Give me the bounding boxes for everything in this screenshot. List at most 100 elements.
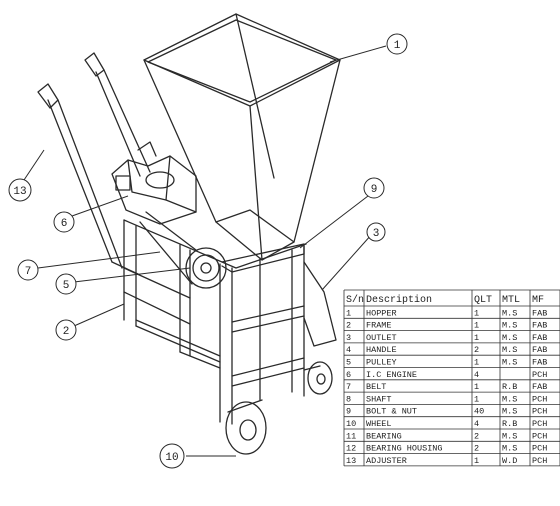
table-cell: FAB (532, 333, 547, 343)
ic-engine (111, 141, 197, 225)
table-cell: BELT (366, 382, 386, 392)
table-cell: M.S (502, 321, 517, 331)
table-cell: HOPPER (366, 308, 397, 318)
table-cell: WHEEL (366, 419, 392, 429)
table-header-cell: Description (366, 294, 432, 306)
callout-13-label: 13 (13, 186, 26, 198)
table-cell: M.S (502, 407, 517, 417)
table-cell: 2 (474, 444, 479, 454)
callout-3-label: 3 (373, 228, 380, 240)
table-cell: PCH (532, 456, 547, 466)
table-cell: 4 (474, 370, 479, 380)
table-cell: PCH (532, 394, 547, 404)
table-cell: 4 (474, 419, 479, 429)
table-cell: OUTLET (366, 333, 397, 343)
table-cell: 5 (346, 358, 351, 368)
table-cell: 3 (346, 333, 351, 343)
table-cell: ADJUSTER (366, 456, 407, 466)
table-cell: PULLEY (366, 358, 397, 368)
table-cell: FAB (532, 358, 547, 368)
table-cell: PCH (532, 431, 547, 441)
table-cell: FRAME (366, 321, 392, 331)
table-cell: R.B (502, 382, 517, 392)
table-cell: 1 (474, 308, 479, 318)
table-cell: PCH (532, 407, 547, 417)
callout-2-label: 2 (63, 326, 70, 338)
handle-right (84, 52, 151, 177)
callouts: 1 13 6 9 3 7 5 2 (8, 33, 408, 469)
callout-10: 10 (159, 443, 185, 469)
callout-6: 6 (53, 211, 75, 233)
wheel-front (225, 399, 267, 455)
table-cell: 1 (474, 382, 479, 392)
callout-9-label: 9 (371, 184, 378, 196)
table-cell: PCH (532, 419, 547, 429)
table-cell: M.S (502, 308, 517, 318)
table-header-cell: S/n (346, 294, 364, 306)
table-cell: 2 (474, 345, 479, 355)
table-cell: M.S (502, 345, 517, 355)
callout-9: 9 (363, 177, 385, 199)
table-cell: M.S (502, 444, 517, 454)
callout-6-label: 6 (61, 218, 68, 230)
table-cell: R.B (502, 419, 517, 429)
table-cell: M.S (502, 394, 517, 404)
table-cell: M.S (502, 358, 517, 368)
callout-13: 13 (8, 178, 32, 202)
callout-1: 1 (386, 33, 408, 55)
table-cell: 7 (346, 382, 351, 392)
leader-lines (23, 45, 387, 457)
table-cell: 10 (346, 419, 356, 429)
table-cell: BEARING (366, 431, 402, 441)
frame (123, 219, 307, 425)
callout-10-label: 10 (165, 452, 178, 464)
hopper (143, 13, 341, 261)
table-cell: BEARING HOUSING (366, 444, 443, 454)
wheel-rear (303, 361, 333, 395)
outlet (303, 261, 337, 347)
callout-2: 2 (55, 319, 77, 341)
table-cell: PCH (532, 444, 547, 454)
table-cell: BOLT & NUT (366, 407, 417, 417)
table-cell: SHAFT (366, 394, 392, 404)
table-header-cell: QLT (474, 295, 492, 306)
table-cell: FAB (532, 321, 547, 331)
table-cell: FAB (532, 308, 547, 318)
callout-5: 5 (55, 273, 77, 295)
table-cell: 1 (346, 308, 351, 318)
table-cell: 2 (474, 431, 479, 441)
table-grid (343, 289, 560, 467)
table-cell: 1 (474, 333, 479, 343)
table-cell: 2 (346, 321, 351, 331)
table-cell: 1 (474, 321, 479, 331)
table-cell: 40 (474, 407, 484, 417)
table-cell: 11 (346, 431, 356, 441)
callout-1-label: 1 (394, 40, 401, 52)
callout-7-label: 7 (25, 266, 32, 278)
table-cell: I.C ENGINE (366, 370, 417, 380)
callout-7: 7 (17, 259, 39, 281)
table-cell: 4 (346, 345, 351, 355)
table-cell: 1 (474, 358, 479, 368)
table-cell: W.D (502, 456, 517, 466)
table-cell: PCH (532, 370, 547, 380)
table-cell: HANDLE (366, 345, 397, 355)
table-cell: M.S (502, 431, 517, 441)
table-cell: M.S (502, 333, 517, 343)
table-cell: 6 (346, 370, 351, 380)
table-cell: 12 (346, 444, 356, 454)
callout-5-label: 5 (63, 280, 70, 292)
table-cell: 9 (346, 407, 351, 417)
table-cell: 1 (474, 394, 479, 404)
table-cell: 1 (474, 456, 479, 466)
callout-3: 3 (366, 222, 386, 242)
table-header-cell: MTL (502, 295, 520, 306)
belt (139, 211, 197, 285)
table-cell: 13 (346, 456, 356, 466)
table-cell: 8 (346, 394, 351, 404)
table-cell: FAB (532, 345, 547, 355)
